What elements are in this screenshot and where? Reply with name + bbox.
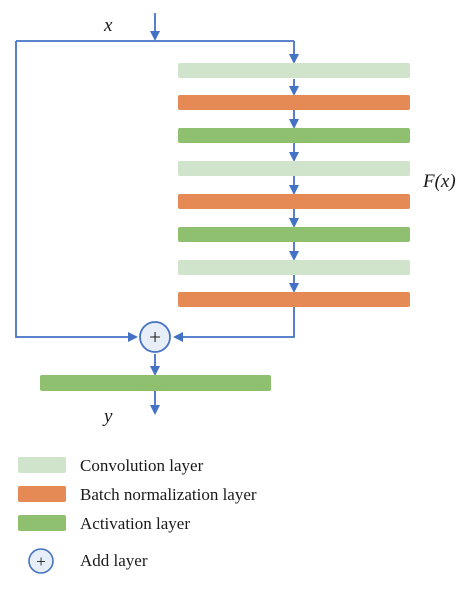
legend-label-activation: Activation layer [80,514,190,533]
activation-layer-block [178,227,410,242]
skip-connection-line [15,41,138,342]
function-label: F(x) [422,171,456,192]
legend-label-batch-norm: Batch normalization layer [80,485,257,504]
layer-stack [178,63,410,307]
activation-layer-block [178,128,410,143]
legend: Convolution layer Batch normalization la… [18,456,257,574]
add-node: + [139,321,171,353]
legend-add-icon [28,548,54,574]
batch-norm-layer-block [178,292,410,307]
convolution-layer-block [178,161,410,176]
legend-plus-icon: + [36,552,46,571]
stack-exit-line [173,306,295,342]
legend-swatch-convolution [18,457,66,473]
input-label: x [103,15,113,36]
batch-norm-layer-block [178,95,410,110]
flow-lines [15,13,299,415]
convolution-layer-block [178,260,410,275]
legend-label-add: Add layer [80,551,148,570]
batch-norm-layer-block [178,194,410,209]
convolution-layer-block [178,63,410,78]
add-node-circle [139,321,171,353]
output-label: y [102,406,113,427]
legend-swatch-activation [18,515,66,531]
legend-swatch-batch-norm [18,486,66,502]
legend-label-convolution: Convolution layer [80,456,204,475]
plus-icon: + [149,325,161,349]
output-activation-layer-block [40,375,271,391]
